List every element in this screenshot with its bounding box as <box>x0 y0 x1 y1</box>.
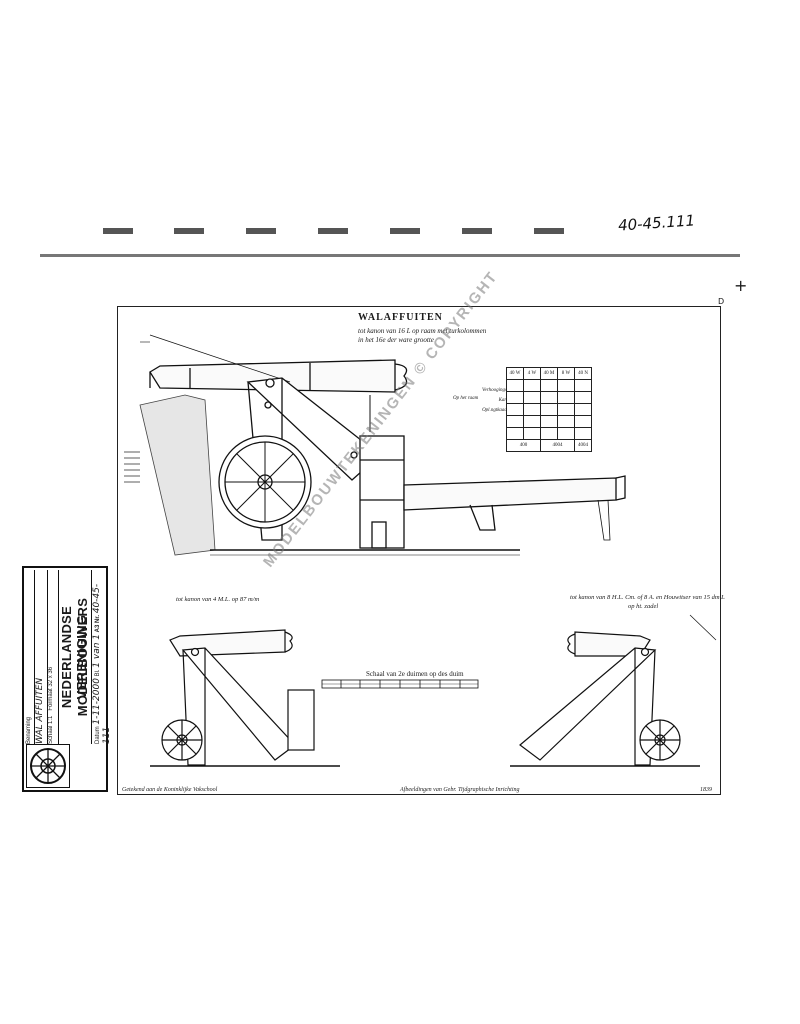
scan-mark <box>390 228 420 234</box>
scan-mark <box>174 228 204 234</box>
benaming-label: Benaming <box>26 716 32 744</box>
drawing-sheet <box>117 306 721 795</box>
table-row <box>506 403 592 416</box>
stamp-scale-row: Schaal 1:1 Formaat 32 x 36 <box>48 570 59 744</box>
table-row-label: Opl.ngtkaad <box>482 408 507 413</box>
table-cell: 4004 <box>574 439 592 452</box>
title-block-content: Benaming WAL AFFUITEN Schaal 1:1 Formaat… <box>24 568 112 790</box>
drawing-subtitle: in het 16e der ware grootte <box>358 336 434 344</box>
format-label: Formaat <box>48 688 54 711</box>
caption-right-sub: op ht. zadel <box>628 603 659 610</box>
date-label: Datum <box>95 726 101 744</box>
caption-left: tot kanon van 4 M.L. op 87 m/m <box>176 596 260 603</box>
title-block-stamp: Benaming WAL AFFUITEN Schaal 1:1 Formaat… <box>22 566 112 792</box>
scale-value: 1:1 <box>48 715 54 724</box>
stamp-section-label: Benaming <box>26 570 35 744</box>
stamp-footer-row: Datum 1-11-2000 Bl. 1 van 1 A3 Nr. 40-45… <box>92 570 112 744</box>
logo-wheel-icon <box>30 748 66 784</box>
registration-mark: + <box>734 276 748 295</box>
drawing-subtitle: tot kanon van 16 L op raam met turkolomm… <box>358 327 487 335</box>
number-label: Nr. <box>95 614 101 623</box>
stamp-name-row: WAL AFFUITEN <box>35 570 48 744</box>
drawing-name: WAL AFFUITEN <box>35 677 45 744</box>
corner-mark: D <box>718 297 725 306</box>
side-scale-marks <box>124 451 140 483</box>
scan-mark <box>462 228 492 234</box>
table-row-group-label: Op het raam <box>453 396 479 401</box>
footer-mid: Afbeeldingen van Gebr. Tijdgraphische In… <box>400 787 520 793</box>
sheet-label: Bl. <box>95 669 101 677</box>
sheet-value: 1 van 1 <box>92 633 102 668</box>
format-value: 32 x 36 <box>48 666 54 687</box>
main-cannon-drawing <box>139 334 626 556</box>
scale-bar-label: Schaal van 2e duimen op des duim <box>366 670 464 678</box>
scale-label: Schaal <box>48 725 54 744</box>
association-logo <box>26 744 70 788</box>
organisation-name-2: MODELBOUWERS <box>75 570 92 744</box>
table-row <box>506 415 592 428</box>
table-row <box>506 391 592 404</box>
caption-right: tot kanon van 8 H.L. Cm. of 8 A. en Houw… <box>570 594 725 601</box>
scan-mark <box>246 228 276 234</box>
footer-left: Getekend aan de Koninklijke Vakschool <box>122 787 218 793</box>
footer-right: 1839 <box>700 787 712 793</box>
table-row-label: Kan <box>498 398 507 403</box>
organisation-name-1: NEDERLANDSE VERENIGING <box>59 605 89 709</box>
table-total-row: 400 4004 4004 <box>506 439 592 452</box>
scan-mark <box>534 228 564 234</box>
dimension-table: 40 W 4 W 40 M 8 W 40 N 400 4004 4004 <box>506 367 592 452</box>
table-cell: 4004 <box>540 439 575 452</box>
table-row-label: Verhoogings <box>482 388 507 393</box>
paper-size-label: A <box>95 627 101 633</box>
paper-size-value: 3 <box>95 624 101 628</box>
lower-right-cannon-drawing <box>510 614 717 767</box>
lower-left-cannon-drawing <box>150 629 340 767</box>
scan-mark <box>103 228 133 234</box>
scale-bar <box>321 679 479 689</box>
scan-mark <box>318 228 348 234</box>
drawing-title: WALAFFUITEN <box>358 312 443 323</box>
scan-mark <box>40 254 740 257</box>
table-row-labels: Verhoogings Kan Opl.ngtkaad <box>482 386 507 416</box>
date-value: 1-11-2000 <box>92 678 102 725</box>
